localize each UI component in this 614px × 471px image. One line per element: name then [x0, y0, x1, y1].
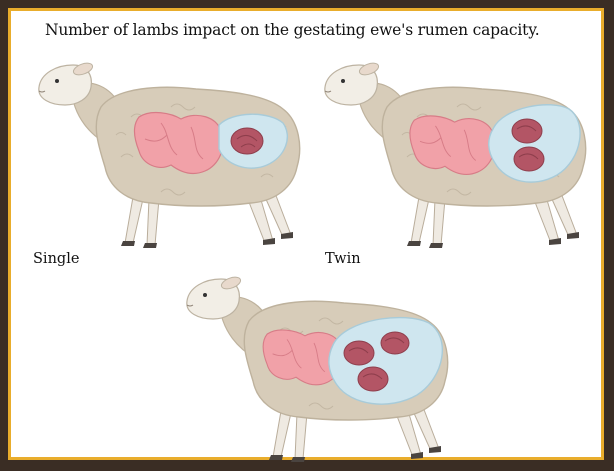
lamb-fetus [231, 128, 263, 154]
caption-single: Single [33, 251, 79, 267]
lamb-fetus [358, 367, 388, 391]
twin-pregnancy-sheep [307, 47, 597, 257]
triplet-pregnancy-sheep [169, 261, 459, 471]
single-pregnancy-sheep [21, 47, 311, 257]
lamb-fetus [512, 119, 542, 143]
lamb-fetus [344, 341, 374, 365]
diagram-title: Number of lambs impact on the gestating … [45, 21, 585, 39]
lamb-fetus [514, 147, 544, 171]
lamb-fetus [381, 332, 409, 354]
diagram-card: Number of lambs impact on the gestating … [8, 8, 604, 460]
